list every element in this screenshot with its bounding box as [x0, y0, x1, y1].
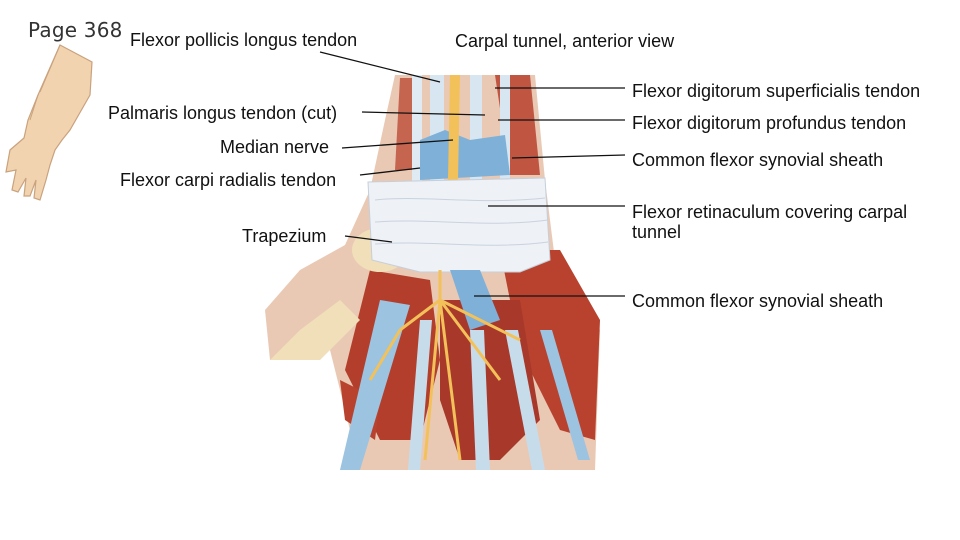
leader-lines — [319, 51, 626, 297]
page-reference: Page 368 — [28, 18, 123, 42]
label-median-nerve: Median nerve — [220, 137, 330, 157]
label-trapezium: Trapezium — [242, 226, 327, 246]
carpal-tunnel-illustration — [265, 75, 600, 470]
diagram-title: Carpal tunnel, anterior view — [455, 31, 675, 51]
label-common-flexor-sheath-1: Common flexor synovial sheath — [632, 150, 884, 170]
hand-thumbnail — [5, 44, 93, 201]
label-flexor-digitorum-profundus: Flexor digitorum profundus tendon — [632, 113, 907, 133]
label-palmaris-longus: Palmaris longus tendon (cut) — [108, 103, 338, 123]
label-flexor-retinaculum: Flexor retinaculum covering carpal tunne… — [632, 202, 908, 242]
label-flexor-digitorum-superficialis: Flexor digitorum superficialis tendon — [632, 81, 921, 101]
label-common-flexor-sheath-2: Common flexor synovial sheath — [632, 291, 884, 311]
label-flexor-pollicis-longus: Flexor pollicis longus tendon — [130, 30, 358, 50]
label-flexor-carpi-radialis: Flexor carpi radialis tendon — [120, 170, 337, 190]
